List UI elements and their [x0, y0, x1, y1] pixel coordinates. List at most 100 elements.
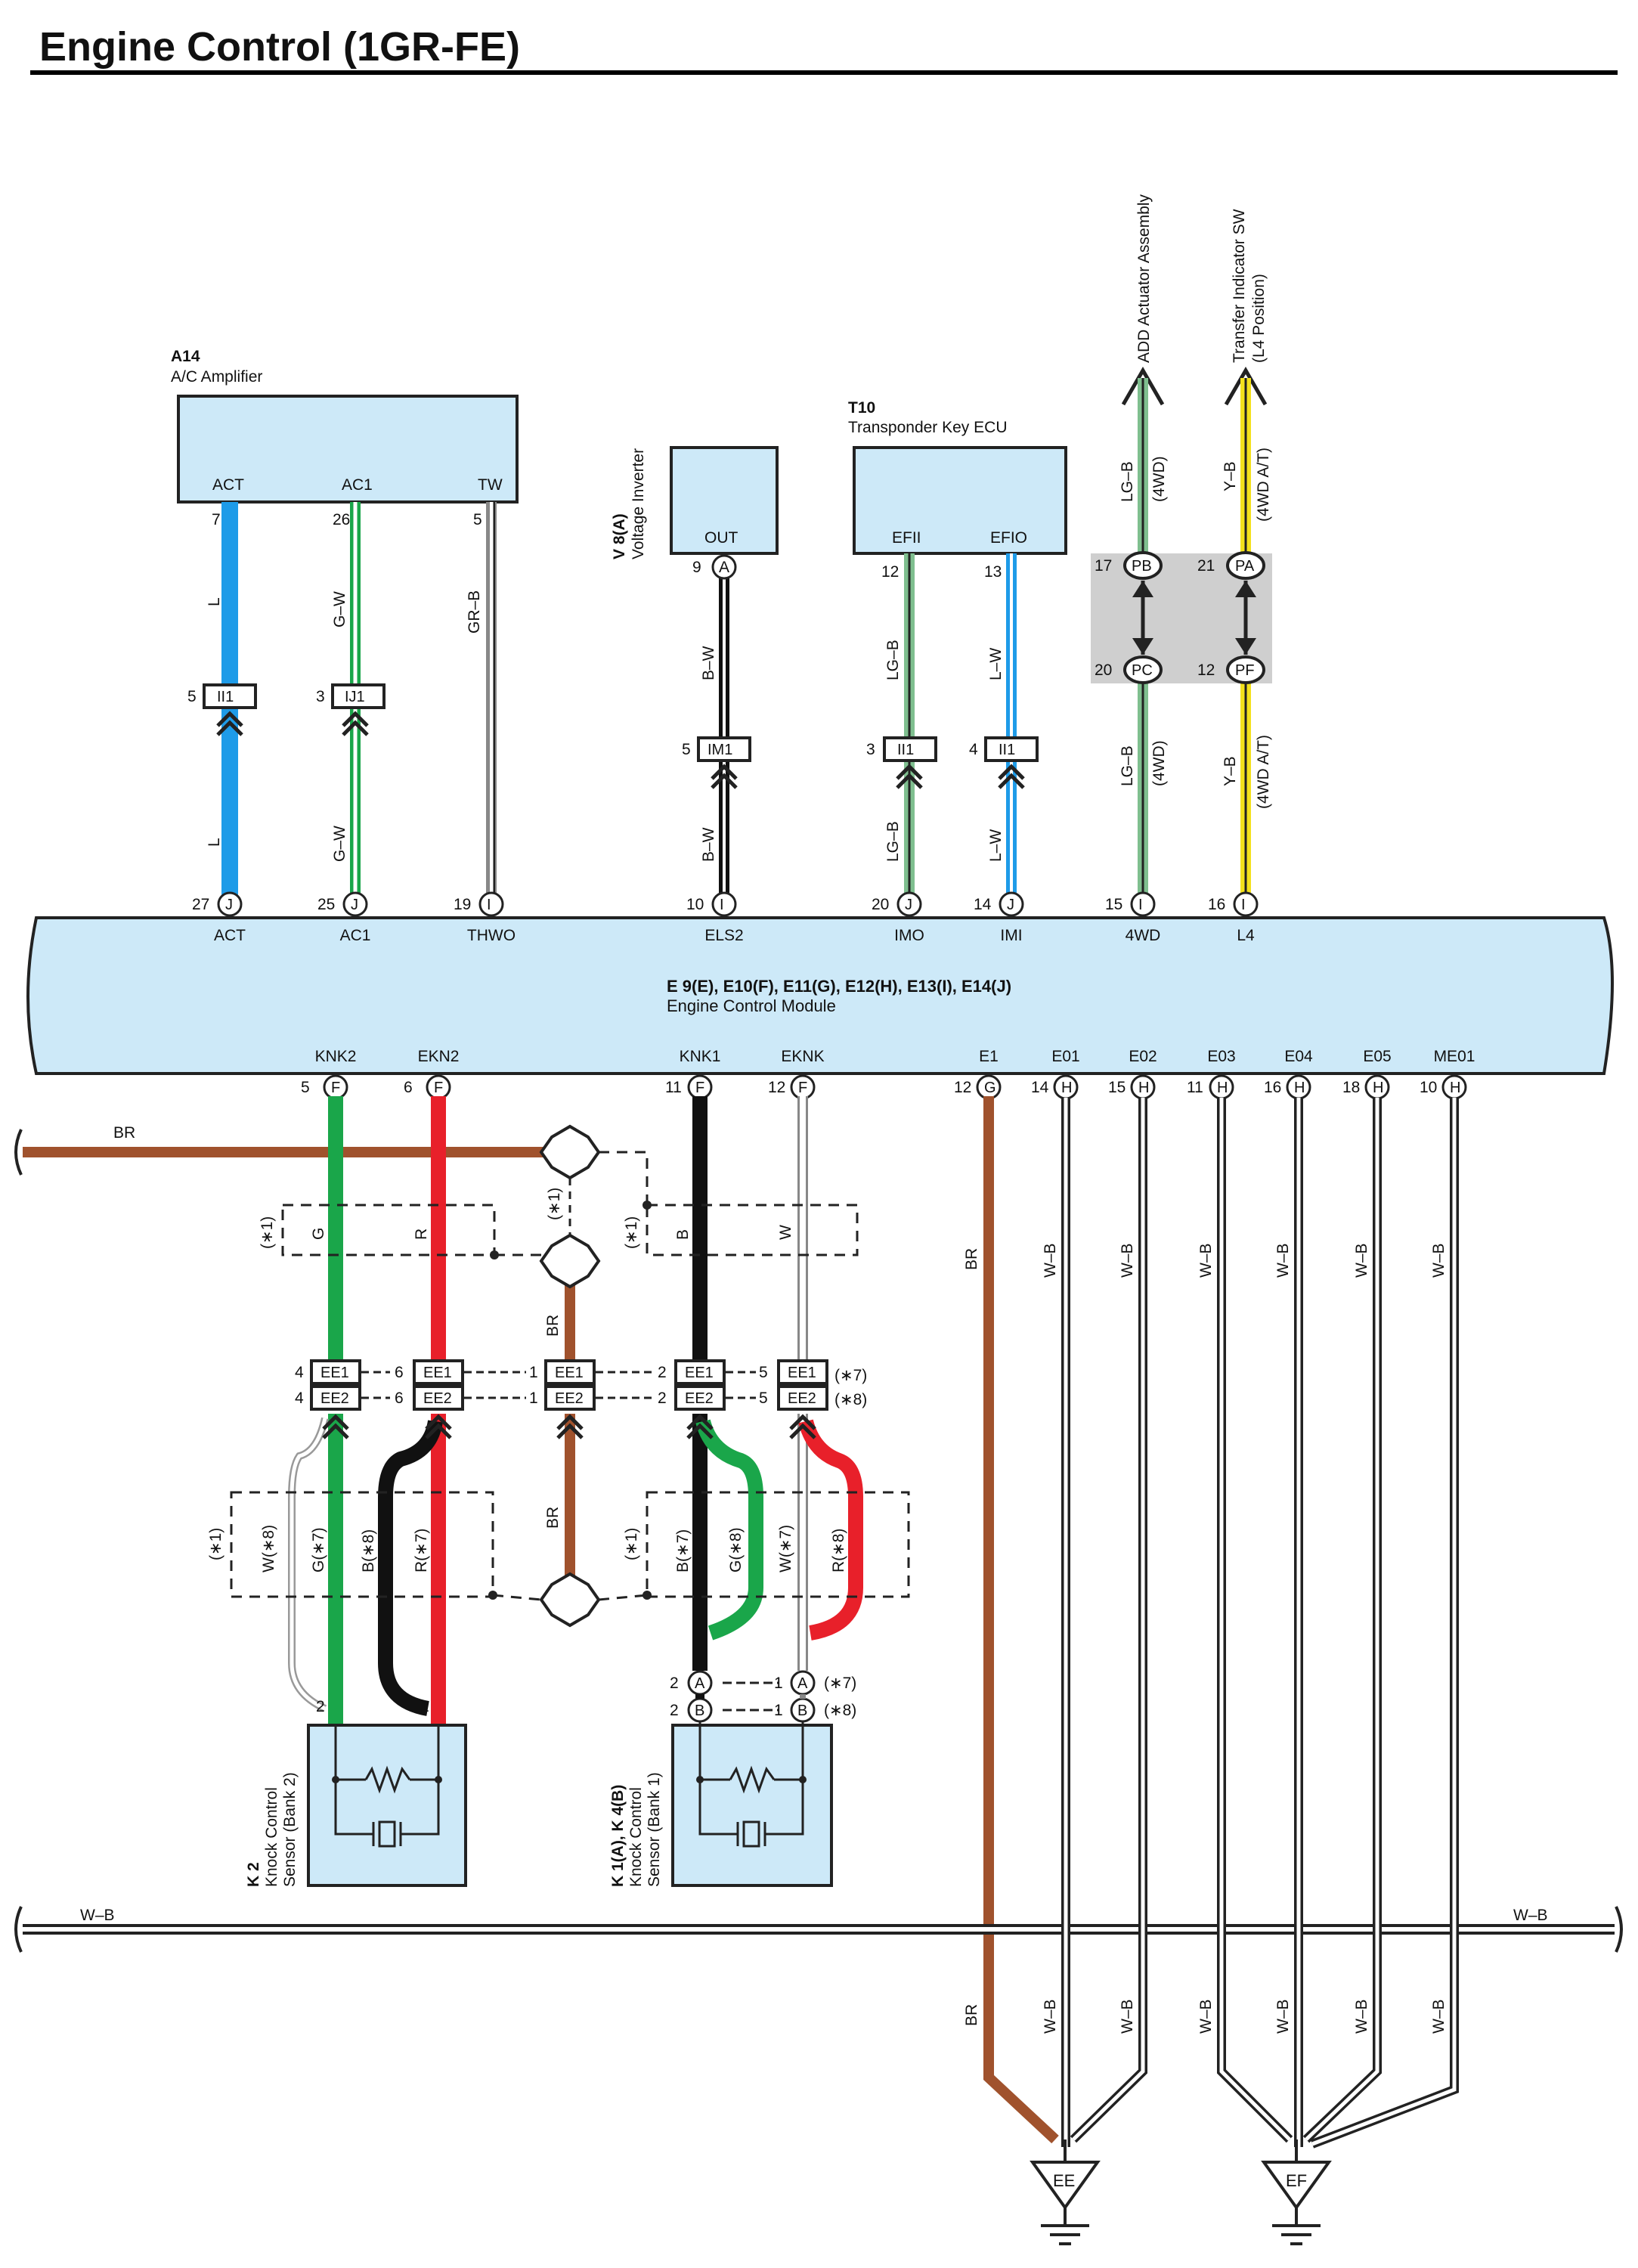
ee2-pinnum-0: 4 — [295, 1390, 304, 1407]
tw-wire-label: GR–B — [466, 590, 483, 634]
ecm-bottom-conn-4: G — [984, 1080, 996, 1096]
ee1-pinnum-1: 6 — [395, 1364, 404, 1381]
ecm-top-num-7: 16 — [1208, 896, 1225, 913]
k2-pin-2: 2 — [316, 1698, 325, 1715]
ee1-label-2: EE1 — [555, 1365, 584, 1381]
ecm-bottom-num-10: 10 — [1420, 1079, 1437, 1096]
ecm-top-pins: J27ACTJ25AC1I19THWOI10ELS2J20IMOJ14IMII1… — [192, 891, 1259, 944]
v8-pin-out: OUT — [704, 529, 738, 547]
imo-wire-label-1: LG–B — [884, 640, 902, 680]
k1-name-2: Sensor (Bank 1) — [646, 1772, 663, 1887]
ground-ee — [1030, 2161, 1101, 2245]
ecm-top-label-3: ELS2 — [704, 927, 743, 944]
wb-label-upper-3: W–B — [1274, 1243, 1292, 1278]
a14-ac1-pinnum: 26 — [333, 511, 350, 528]
wb-wire-me01-core — [1311, 1098, 1457, 2146]
ecm-top-conn-5: J — [1007, 897, 1014, 913]
ecm-top-pin-5 — [999, 891, 1024, 917]
ecm-bottom-label-1: EKN2 — [418, 1048, 460, 1065]
ecm-top-label-7: L4 — [1237, 927, 1255, 944]
a14-pin-act: ACT — [212, 476, 244, 494]
ecm-bottom-num-8: 16 — [1264, 1079, 1281, 1096]
wb-label-lower-4: W–B — [1353, 1999, 1370, 2034]
k1-pin-b-left: B — [695, 1703, 704, 1719]
ecm-bottom-label-2: KNK1 — [680, 1048, 721, 1065]
page-title: Engine Control (1GR-FE) — [39, 24, 520, 70]
t10-efii-pinnum: 12 — [881, 563, 899, 581]
ecm-bottom-conn-0: F — [331, 1080, 340, 1096]
els2-wire-label-1: B–W — [700, 646, 717, 680]
ecm-top-num-6: 15 — [1105, 896, 1122, 913]
wb-wire-e02-core — [1072, 1098, 1145, 2141]
v8-box — [670, 446, 779, 555]
ecm-top-conn-4: J — [905, 897, 912, 913]
ee-chevron-a-0 — [322, 1414, 349, 1430]
shield-note-2: (∗1) — [546, 1188, 563, 1220]
ee2-label-4: EE2 — [788, 1390, 816, 1407]
wb-label-upper-5: W–B — [1430, 1243, 1448, 1278]
br-center-label-2: BR — [544, 1507, 562, 1529]
ecm-bottom-label-8: E04 — [1284, 1048, 1313, 1065]
ee2-pinnum-1: 6 — [395, 1390, 404, 1407]
imi-wire-label-2: L–W — [987, 829, 1005, 862]
add-actuator-label: ADD Actuator Assembly — [1135, 194, 1153, 363]
ecm-bottom-conn-1: F — [434, 1080, 443, 1096]
t10-code: T10 — [848, 399, 875, 417]
shield-dots — [488, 1201, 652, 1600]
im1-num: 5 — [682, 741, 691, 758]
ground-ee-label: EE — [1053, 2171, 1075, 2190]
transfer-arrow — [1224, 367, 1268, 406]
ii1-act-label: II1 — [217, 689, 234, 705]
wd-note-2: (4WD) — [1150, 740, 1168, 786]
ecm-bottom-label-4: E1 — [979, 1048, 999, 1065]
ecm-top-pin-6 — [1130, 891, 1156, 917]
note-r8-k1: R(∗8) — [830, 1529, 847, 1572]
ee2-label-3: EE2 — [685, 1390, 714, 1407]
ecm-top-num-3: 10 — [686, 896, 704, 913]
ee1-label-4: EE1 — [788, 1365, 816, 1381]
wb-right-label: W–B — [1513, 1907, 1548, 1924]
note-w8-k2: W(∗8) — [260, 1525, 277, 1572]
ecm-top-pin-7 — [1233, 891, 1259, 917]
pb-label: PB — [1132, 558, 1152, 575]
shield-boxes — [230, 1151, 910, 1601]
ee2-pinnum-2: 1 — [529, 1390, 538, 1407]
wb-label-lower-3: W–B — [1274, 1999, 1292, 2034]
l4-note-1: (4WD A/T) — [1255, 448, 1272, 522]
ecm-bottom-label-7: E03 — [1207, 1048, 1235, 1065]
k1-note-star7: (∗7) — [824, 1675, 856, 1692]
ee1-box-1 — [413, 1359, 464, 1385]
ee2-pinnum-4: 5 — [759, 1390, 768, 1407]
ecm-bottom-label-0: KNK2 — [315, 1048, 357, 1065]
pf-label: PF — [1235, 662, 1255, 679]
ecm-top-label-2: THWO — [467, 927, 516, 944]
br-wire-label: BR — [113, 1124, 135, 1142]
a14-ac-amplifier: A14 A/C Amplifier ACT AC1 TW — [171, 348, 519, 503]
t10-box — [853, 446, 1067, 555]
pb-num: 17 — [1095, 557, 1112, 575]
ecm-bottom-label-6: E02 — [1129, 1048, 1157, 1065]
k1-pin-a-right: A — [797, 1675, 808, 1692]
a14-box — [177, 395, 519, 503]
a14-pin-ac1: AC1 — [342, 476, 373, 494]
ecm-bottom-num-5: 14 — [1031, 1079, 1049, 1096]
els2-wire-label-2: B–W — [700, 827, 717, 862]
ecm-bottom-num-3: 12 — [768, 1079, 785, 1096]
ii1-act-num: 5 — [187, 688, 197, 705]
note-b7-k1: B(∗7) — [674, 1529, 692, 1572]
t10-efio-pinnum: 13 — [984, 563, 1002, 581]
ij1-num: 3 — [316, 688, 325, 705]
ee1-box-2 — [544, 1359, 596, 1385]
wb-label-upper-0: W–B — [1042, 1243, 1059, 1278]
k2-name-2: Sensor (Bank 2) — [281, 1772, 299, 1887]
wb-label-lower-0: W–B — [1042, 1999, 1059, 2034]
a14-pin-tw: TW — [478, 476, 503, 494]
v8-out-num: 9 — [692, 559, 701, 576]
l4-wire-label-1: Y–B — [1222, 461, 1239, 491]
wd-note-1: (4WD) — [1150, 456, 1168, 502]
ee2-box-1 — [413, 1385, 464, 1411]
ecm-bottom-conn-6: H — [1138, 1080, 1149, 1096]
v8-name: Voltage Inverter — [630, 448, 647, 559]
note-g7-k2: G(∗7) — [310, 1527, 327, 1572]
ee2-label-1: EE2 — [423, 1390, 452, 1407]
